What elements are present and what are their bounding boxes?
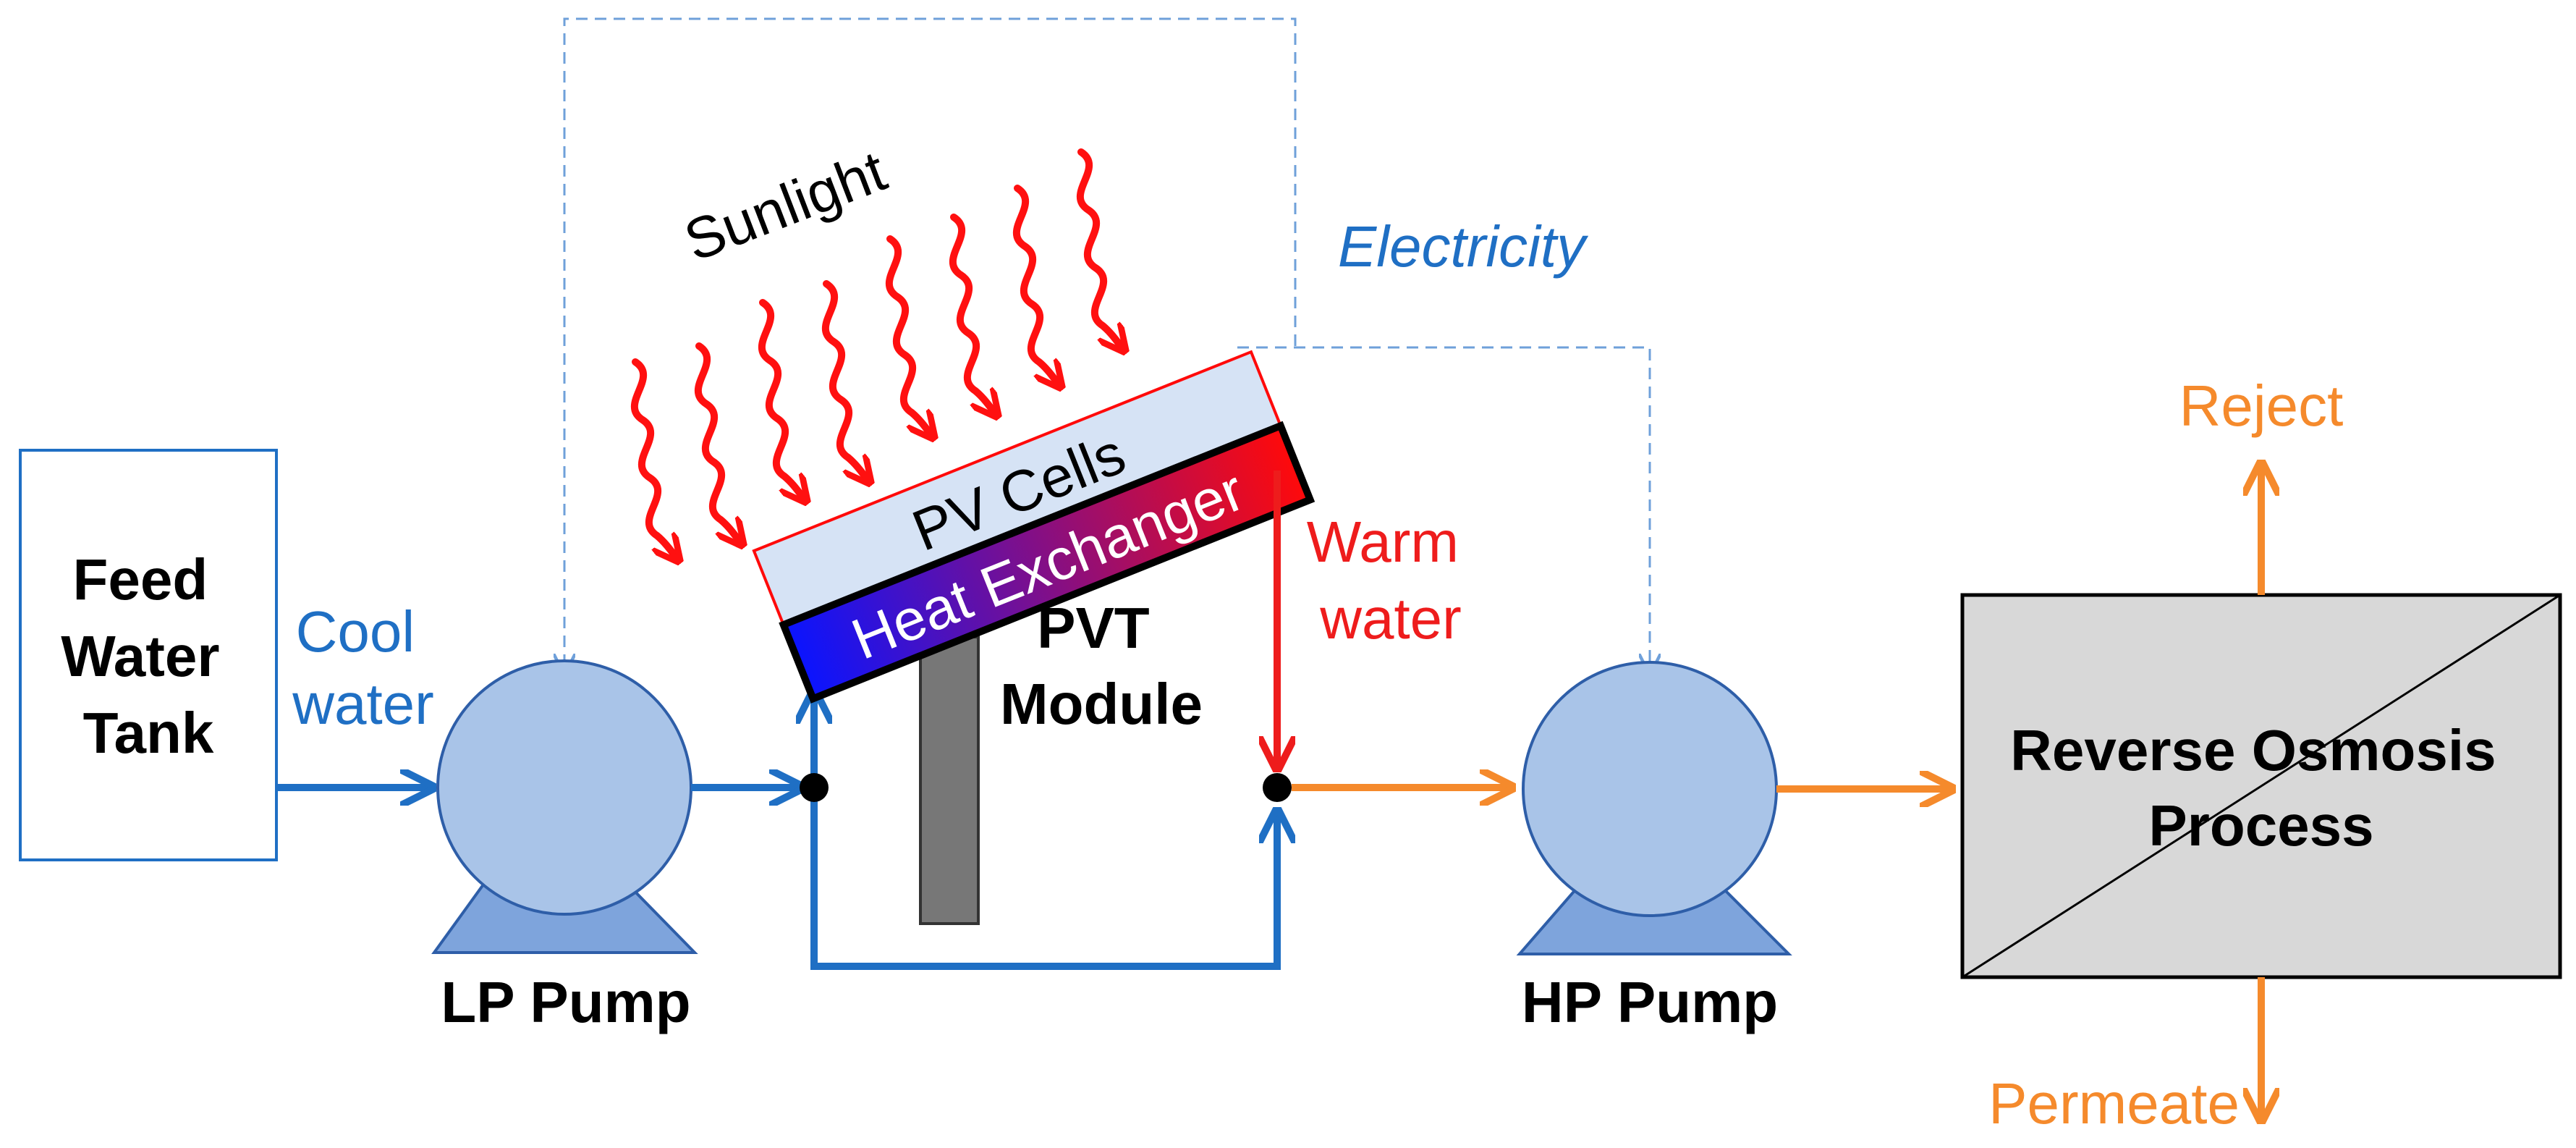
ro-membrane-diagonal: [1962, 594, 2561, 979]
lp-pump-body: [436, 659, 692, 916]
warm-water-label: Warm water: [1307, 510, 1475, 651]
cool-water-label-1: Cool: [296, 599, 415, 664]
ro-process-label-1: Reverse Osmosis: [2010, 718, 2496, 782]
hp-pump: HP Pump: [1516, 661, 1792, 1034]
sunlight-label: Sunlight: [676, 138, 894, 274]
lp-pump-label: LP Pump: [441, 970, 690, 1034]
sunlight-ray: [949, 214, 996, 414]
pvt-module: PV Cells Heat Exchanger: [752, 350, 1315, 704]
junction-node-right: [1263, 773, 1292, 802]
sunlight-ray: [1076, 148, 1123, 349]
pvt-module-label: PVT Module: [1000, 596, 1203, 736]
warm-water-label-2: water: [1319, 586, 1462, 651]
flow-bypass-loop: [810, 789, 1277, 970]
electricity-line-to-hp-pump: [1237, 346, 1650, 673]
feed-water-tank: Feed Water Tank: [19, 449, 278, 861]
feed-tank-label-3: Tank: [83, 701, 214, 765]
heat-exchanger-panel: [779, 421, 1315, 704]
feed-tank-label-1: Feed: [73, 547, 208, 612]
reject-label: Reject: [2179, 373, 2344, 438]
feed-tank-label-2: Water: [61, 624, 219, 688]
sunlight-ray: [630, 358, 677, 559]
sunlight-rays: [630, 148, 1123, 559]
permeate-label: Permeate: [1988, 1071, 2240, 1136]
cool-water-label-2: water: [292, 672, 434, 736]
sunlight-ray: [885, 235, 932, 436]
feed-tank-box: [19, 449, 278, 861]
electricity-label: Electricity: [1338, 214, 1589, 279]
electricity-line-to-lp-pump: [564, 17, 1297, 673]
sunlight-ray: [694, 342, 741, 543]
pvt-stand: [919, 636, 980, 925]
ro-process: Reverse Osmosis Process: [1960, 593, 2562, 979]
svg-text:Feed Water Tank: Feed Water Tank: [61, 547, 236, 765]
sunlight-ray: [1012, 185, 1059, 385]
cool-water-label: Cool water: [292, 599, 434, 736]
sunlight-ray: [821, 280, 868, 481]
ro-process-label-2: Process: [2148, 793, 2373, 858]
hp-pump-label: HP Pump: [1522, 970, 1778, 1034]
ro-process-label: Reverse Osmosis Process: [2010, 718, 2512, 858]
electricity-lines: [564, 17, 1650, 673]
lp-pump: LP Pump: [431, 659, 698, 1034]
hp-pump-body: [1522, 661, 1778, 917]
warm-water-label-1: Warm: [1307, 510, 1459, 574]
sunlight-ray: [758, 299, 805, 499]
junction-node-left: [800, 773, 829, 802]
pvt-module-label-1: PVT: [1037, 596, 1150, 660]
pvt-module-label-2: Module: [1000, 672, 1203, 736]
